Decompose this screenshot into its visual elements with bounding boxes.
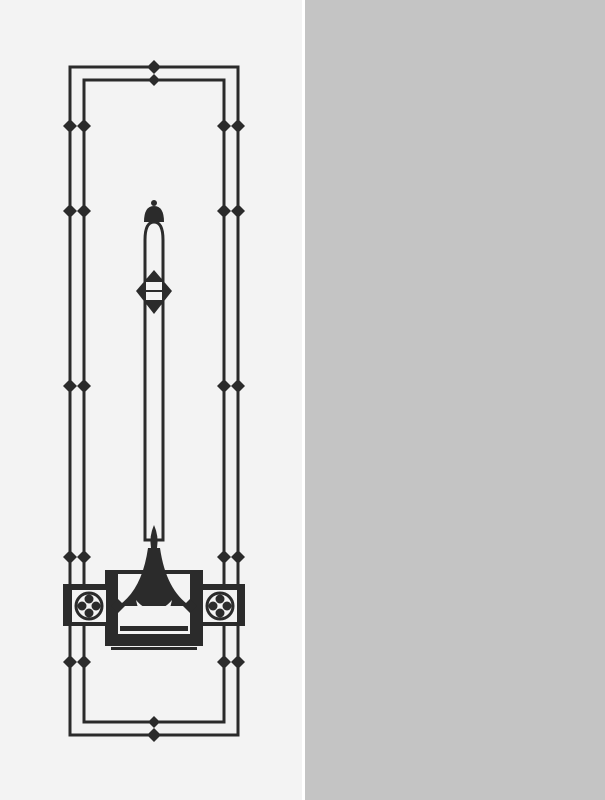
ornament-light-panel <box>0 0 302 800</box>
diamond-right-inner-3 <box>217 550 231 564</box>
finial-dome <box>144 206 164 222</box>
diamond-left-inner-2 <box>77 379 91 393</box>
diamond-right-outer-3 <box>231 550 245 564</box>
diamond-left-inner-0 <box>77 119 91 133</box>
diamond-bottom-outer <box>147 728 161 742</box>
diamond-top-outer <box>147 60 161 74</box>
stem-outline <box>143 220 165 542</box>
ornament-group <box>63 60 245 742</box>
diamond-right-inner-1 <box>217 204 231 218</box>
rosette-petal-left-0 <box>84 594 94 604</box>
diamond-right-outer-1 <box>231 204 245 218</box>
base-diamond-left <box>111 599 125 613</box>
diamond-right-inner-0 <box>217 119 231 133</box>
diamond-left-outer-3 <box>63 550 77 564</box>
rosette-petal-right-3 <box>208 601 218 611</box>
diamond-left-inner-1 <box>77 204 91 218</box>
rosette-center-left <box>86 603 92 609</box>
diamond-left-outer-4 <box>63 655 77 669</box>
tulip-petals <box>136 600 172 626</box>
rosette-petal-left-1 <box>91 601 101 611</box>
panel-divider <box>302 0 305 800</box>
finial-tip <box>151 200 157 206</box>
diamond-left-outer-2 <box>63 379 77 393</box>
flame-ornament <box>150 525 158 548</box>
light-panel <box>0 0 302 800</box>
panel-background <box>0 0 302 800</box>
base-diamond-right <box>183 599 197 613</box>
panel-background <box>305 0 605 800</box>
diamond-right-inner-2 <box>217 379 231 393</box>
diamond-bottom-inner <box>148 716 160 728</box>
rosette-ring-left <box>74 591 104 621</box>
gray-panel <box>305 0 605 800</box>
rosette-center-right <box>217 603 223 609</box>
base-center-sill <box>120 626 188 631</box>
base-lower-rule <box>111 647 197 650</box>
medallion-bar <box>146 290 162 292</box>
rosette-petal-left-2 <box>84 608 94 618</box>
diamond-top-inner <box>148 74 160 86</box>
stem-flare <box>118 548 190 606</box>
diamond-left-inner-4 <box>77 655 91 669</box>
rosette-petal-right-2 <box>215 608 225 618</box>
diamond-right-outer-0 <box>231 119 245 133</box>
diamond-right-outer-2 <box>231 379 245 393</box>
diamond-right-outer-4 <box>231 655 245 669</box>
rosette-petal-right-0 <box>215 594 225 604</box>
ornament-gray-panel <box>305 0 605 800</box>
diamond-left-outer-1 <box>63 204 77 218</box>
diamond-left-inner-3 <box>77 550 91 564</box>
diamond-left-outer-0 <box>63 119 77 133</box>
diamond-right-inner-4 <box>217 655 231 669</box>
rosette-ring-right <box>205 591 235 621</box>
rosette-petal-right-1 <box>222 601 232 611</box>
rosette-petal-left-3 <box>77 601 87 611</box>
